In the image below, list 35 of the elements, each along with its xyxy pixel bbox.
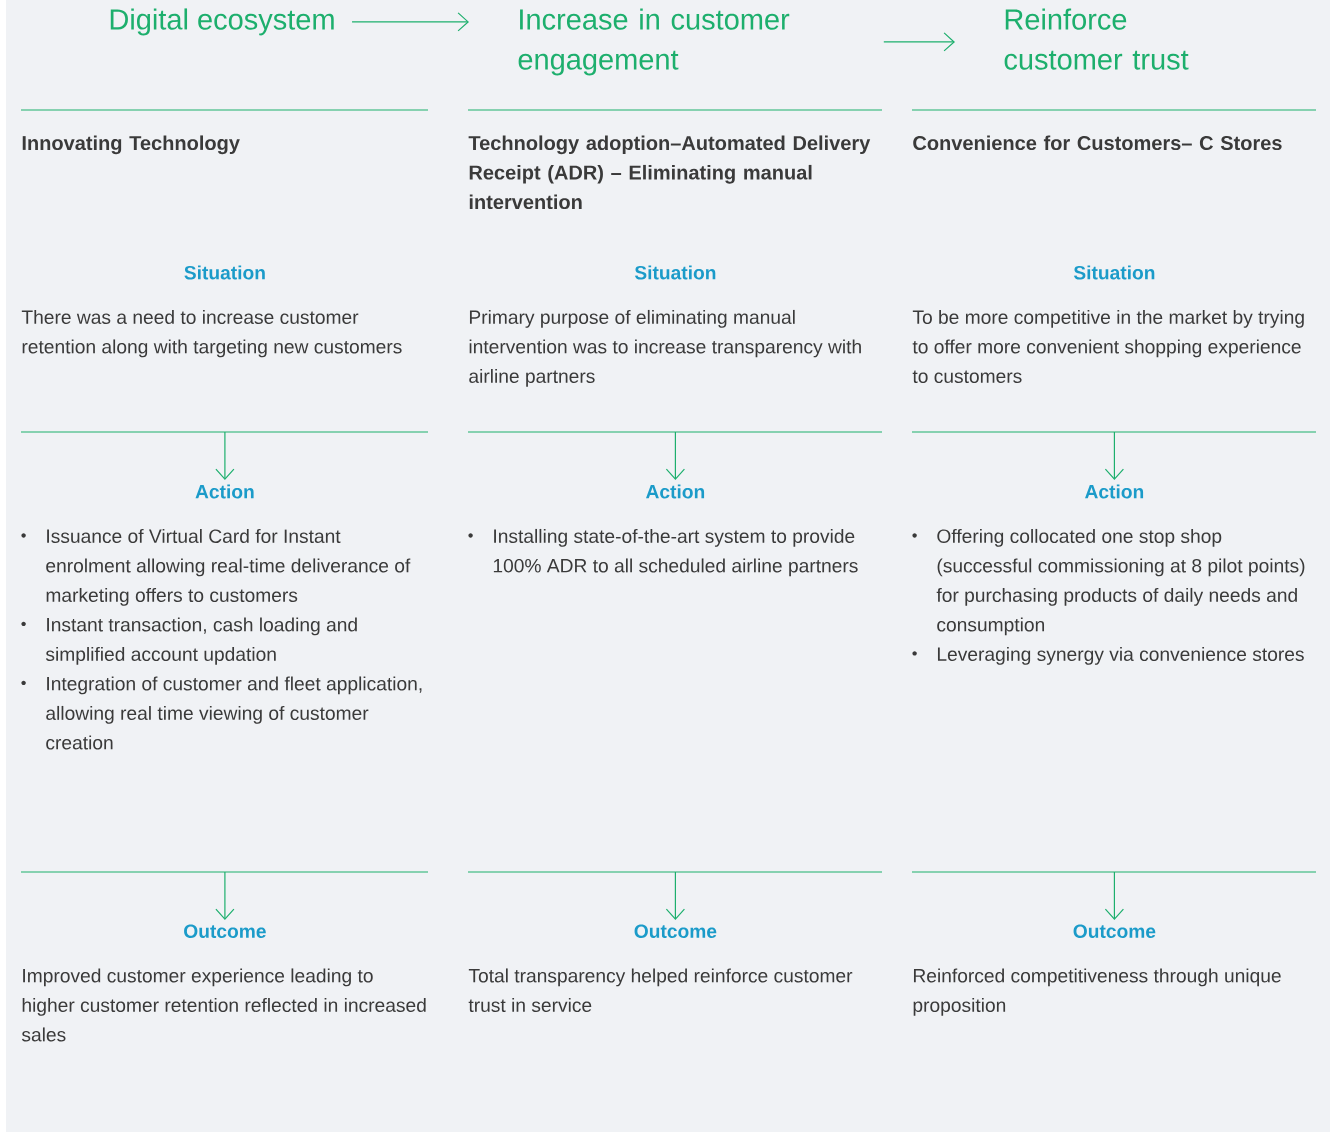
section-heading: Situation [634,265,716,280]
bullet-item: Integration of customer and fleet application, allowing real time viewing of customer creation [46,676,422,750]
bullet-item: Leveraging synergy via convenience stores [937,646,1304,665]
arrow [215,871,235,920]
arrow [215,431,235,480]
section-heading: Outcome [634,924,717,938]
section-heading: Situation [184,265,265,280]
section-heading: Outcome [184,924,266,938]
bullet-item: Offering collocated one stop shop (successful commissioning at 8 pilot points) for purchasing products of daily needs and consumption [936,528,1305,636]
arrow [351,12,469,32]
arrow [665,431,685,480]
section-heading: Situation [1073,265,1155,280]
section-heading: Outcome [1073,924,1156,938]
paragraph: There was a need to increase customer retention along with targeting new customers [21,309,402,358]
column-title: Innovating Technology [22,135,240,155]
stage-heading: Reinforce customer trust [1004,8,1189,70]
stage-heading: Digital ecosystem [110,8,334,36]
paragraph: Total transparency helped reinforce customer trust in service [468,968,853,1012]
arrow [665,871,685,920]
bullet-item: Instant transaction, cash loading and simplified account updation [45,617,357,665]
paragraph: Improved customer experience leading to higher customer retention reflected in increased sales [21,968,426,1042]
bullet-item: Installing state-of-the-art system to provide 100% ADR to all scheduled airline partners [493,528,858,577]
arrow [883,32,955,52]
arrow [1104,871,1124,920]
column-title: Convenience for Customers– C Stores [913,135,1282,151]
section-heading: Action [1085,484,1144,499]
paragraph: Reinforced competitiveness through unique proposition [913,968,1281,1016]
arrow [1104,431,1124,480]
paragraph: Primary purpose of eliminating manual intervention was to increase transparency with airline partners [469,309,861,387]
paragraph: To be more competitive in the market by trying to offer more convenient shopping experience to customers [912,309,1304,383]
section-heading: Action [646,484,705,499]
bullet-item: Issuance of Virtual Card for Instant enrolment allowing real-time deliverance of marketing offers to customers [46,528,411,606]
stage-heading: Increase in customer engagement [518,8,790,76]
section-heading: Action [195,484,254,499]
column-title: Technology adoption–Automated Delivery Receipt (ADR) – Eliminating manual intervention [468,135,871,210]
